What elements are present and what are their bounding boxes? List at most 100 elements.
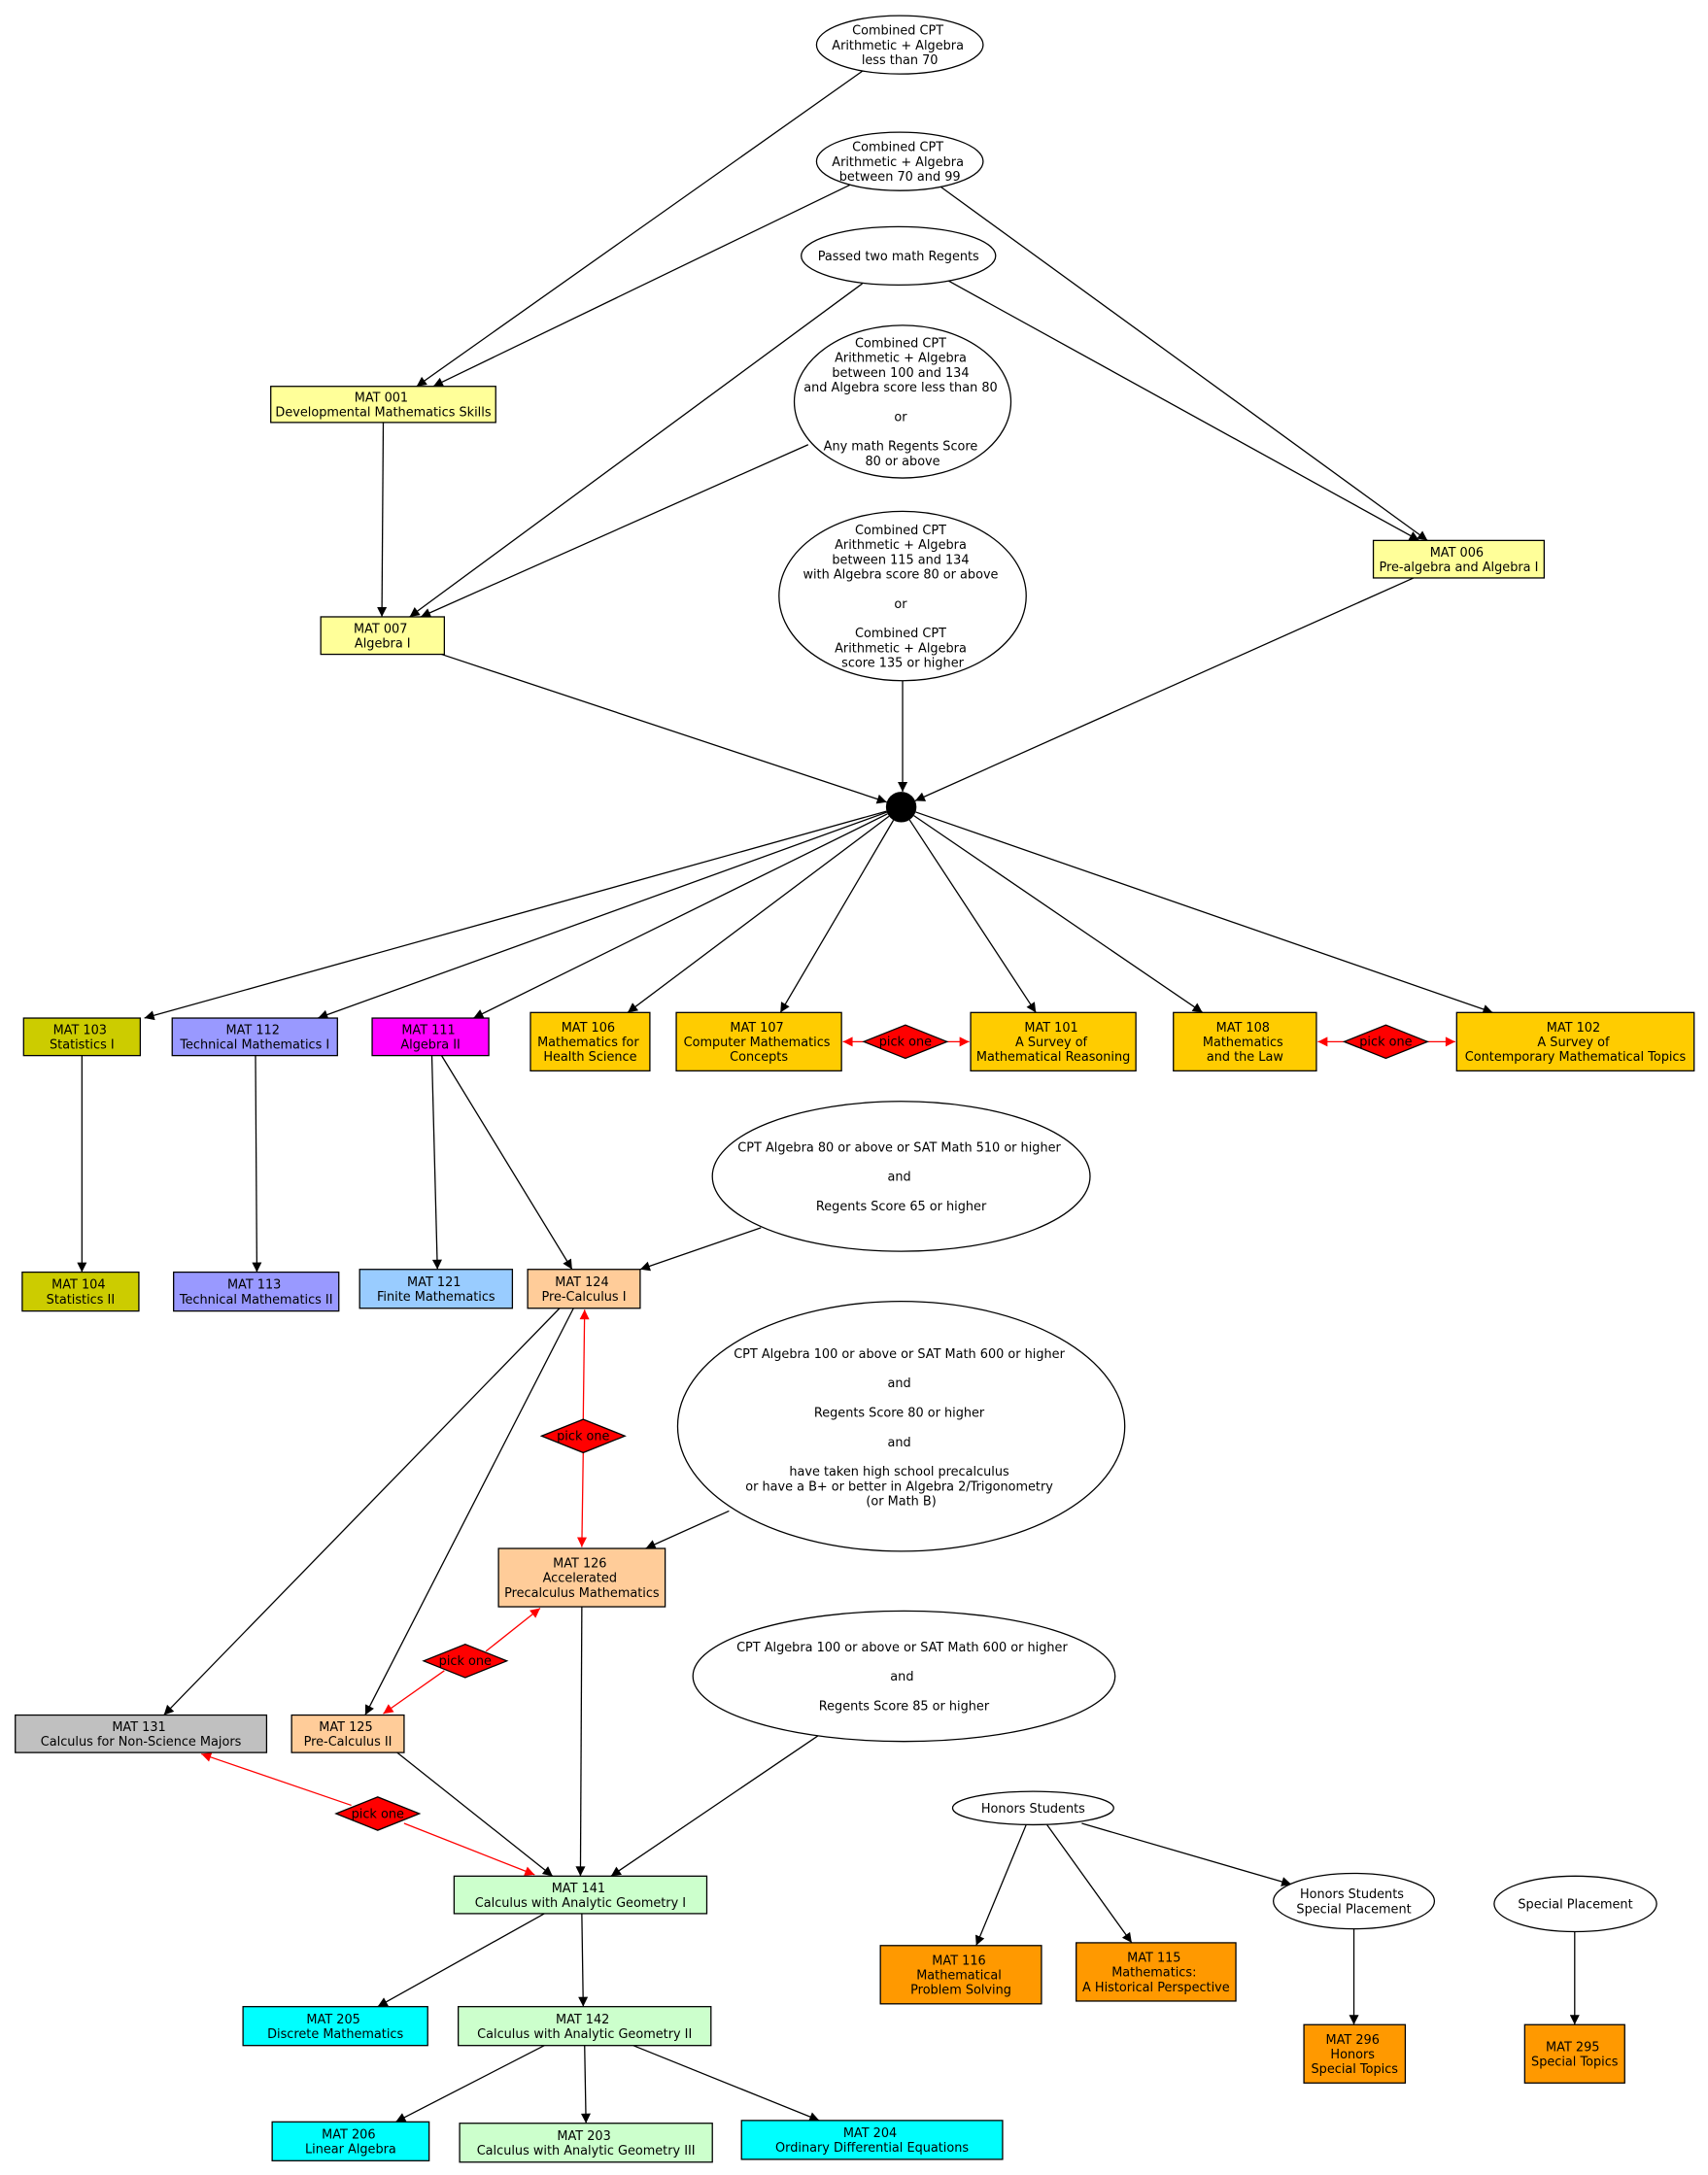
course-box (527, 1269, 641, 1309)
course-label: MAT 113 Technical Mathematics II (179, 1278, 333, 1308)
placement-label: Combined CPT Arithmetic + Algebra betwee… (832, 141, 968, 185)
placement-label: Honors Students (981, 1802, 1085, 1817)
arrow-honors-to-mat-116 (974, 1824, 1027, 1947)
course-box (359, 1269, 514, 1309)
placement-line: Any math Regents Score (824, 440, 978, 455)
course-title: Special Topics (1312, 2062, 1399, 2077)
course-mat-007: MAT 007 Algebra I (320, 616, 446, 656)
course-label: MAT 115 Mathematics: A Historical Perspe… (1082, 1952, 1230, 1995)
course-code: MAT 102 (1547, 1021, 1600, 1036)
course-title: Calculus with Analytic Geometry II (477, 2027, 692, 2042)
placement-line: and (887, 1436, 910, 1450)
placement-honors-special: Honors Students Special Placement (1272, 1872, 1436, 1930)
arrow-mat-124-to-mat-125 (364, 1308, 574, 1716)
course-box (242, 2006, 428, 2047)
course-code: MAT 108 (1216, 1021, 1270, 1036)
course-code: MAT 121 (407, 1275, 461, 1290)
course-title: Concepts (730, 1050, 788, 1065)
course-mat-103: MAT 103 Statistics I (22, 1017, 141, 1057)
course-code: MAT 205 (306, 2013, 359, 2027)
pick-one-label: pick one (879, 1036, 932, 1050)
arrow-mat-124-to-mat-131 (163, 1308, 561, 1716)
arrow-mat-125-to-mat-141 (396, 1751, 554, 1877)
placement-ellipse (815, 131, 984, 191)
placement-line: Combined CPT (855, 627, 946, 641)
pick-one-label: pick one (557, 1430, 609, 1444)
placement-ellipse (1272, 1872, 1436, 1930)
placement-line: between 70 and 99 (839, 170, 961, 185)
course-mat-112: MAT 112 Technical Mathematics I (171, 1017, 338, 1057)
course-mat-102: MAT 102 A Survey of Contemporary Mathema… (1455, 1011, 1695, 1071)
placement-label: Combined CPT Arithmetic + Algebra betwee… (803, 337, 1002, 469)
course-code: MAT 124 (555, 1275, 608, 1290)
arrow-regents-to-mat-006 (947, 280, 1420, 541)
placement-line: Regents Score 65 or higher (816, 1200, 987, 1214)
course-label: MAT 107 Computer Mathematics Concepts (684, 1021, 835, 1065)
placement-line: Honors Students (1300, 1887, 1404, 1902)
course-mat-101: MAT 101 A Survey of Mathematical Reasoni… (970, 1011, 1137, 1071)
course-title: Calculus for Non-Science Majors (41, 1735, 242, 1750)
course-label: MAT 141 Calculus with Analytic Geometry … (475, 1882, 686, 1911)
course-label: MAT 124 Pre-Calculus I (541, 1275, 626, 1305)
course-mat-295: MAT 295 Special Topics (1523, 2023, 1625, 2084)
placement-line: Arithmetic + Algebra (835, 352, 967, 366)
placement-line: and Algebra score less than 80 (803, 381, 997, 395)
placement-line: Regents Score 80 or higher (814, 1407, 985, 1421)
course-code: MAT 206 (322, 2127, 375, 2142)
placement-label: Honors Students Special Placement (1296, 1887, 1411, 1917)
placement-ellipse (951, 1790, 1114, 1826)
course-title: Linear Algebra (305, 2143, 396, 2158)
placement-ellipse (815, 15, 984, 75)
course-code: MAT 113 (227, 1278, 281, 1293)
arrow-regents-to-mat-007 (409, 283, 863, 618)
course-label: MAT 006 Pre-algebra and Algebra I (1379, 546, 1538, 575)
placement-line: with Algebra score 80 or above (803, 568, 998, 583)
placement-line: (or Math B) (866, 1494, 936, 1509)
placement-ellipse (1493, 1875, 1657, 1933)
pick-one-arrow-to-mat-141 (403, 1822, 535, 1876)
course-label: MAT 007 Algebra I (354, 622, 411, 651)
course-box (290, 1714, 405, 1753)
course-mat-131: MAT 131 Calculus for Non-Science Majors (15, 1714, 268, 1753)
course-code: MAT 101 (1024, 1021, 1077, 1036)
arrow-mat-111-to-mat-124 (440, 1055, 573, 1271)
placement-precalc-entry: CPT Algebra 80 or above or SAT Math 510 … (711, 1101, 1091, 1252)
placement-two-regents: Passed two math Regents (801, 225, 997, 287)
placement-ellipse (793, 324, 1012, 479)
course-title: Precalculus Mathematics (504, 1586, 660, 1601)
pick-one-mat-107-mat-101: pick one (862, 1024, 949, 1060)
course-title: A Survey of (1015, 1036, 1088, 1050)
course-mat-001: MAT 001 Developmental Mathematics Skills (270, 386, 496, 424)
course-label: MAT 106 Mathematics for Health Science (537, 1021, 643, 1065)
course-label: MAT 111 Algebra II (400, 1023, 460, 1052)
arrow-mat-142-to-mat-206 (395, 2045, 545, 2123)
course-title: Problem Solving (910, 1984, 1011, 1998)
course-code: MAT 204 (843, 2126, 897, 2141)
course-title: A Historical Perspective (1082, 1981, 1230, 1995)
course-title: Contemporary Mathematical Topics (1465, 1050, 1687, 1065)
placement-line: or (894, 597, 907, 612)
arrow-cpt-70-99-to-mat-006 (939, 186, 1428, 541)
course-box (1372, 539, 1545, 579)
course-mat-296: MAT 296 Honors Special Topics (1303, 2023, 1407, 2084)
arrow-cpt-below-70-to-mat-001 (416, 70, 863, 388)
placement-label: Combined CPT Arithmetic + Algebra less t… (832, 24, 968, 68)
arrow-junction-to-mat-108 (913, 815, 1204, 1013)
pick-one-diamond (1342, 1024, 1430, 1060)
arrow-accelerated-entry-to-mat-126 (645, 1510, 730, 1549)
course-title: Accelerated (543, 1572, 617, 1586)
arrow-precalc-entry-to-mat-124 (639, 1227, 762, 1272)
course-box (1173, 1011, 1317, 1071)
course-label: MAT 108 Mathematics and the Law (1203, 1021, 1287, 1065)
arrow-cpt-70-99-to-mat-001 (432, 184, 850, 388)
arrow-junction-to-mat-102 (915, 811, 1493, 1014)
placement-line: and (887, 1376, 910, 1391)
course-box (1523, 2023, 1625, 2084)
placement-label: CPT Algebra 100 or above or SAT Math 600… (734, 1347, 1069, 1510)
course-box (675, 1011, 842, 1071)
placement-ellipse (778, 510, 1027, 682)
placement-line: or have a B+ or better in Algebra 2/Trig… (745, 1479, 1053, 1494)
course-title: Mathematical (916, 1969, 1002, 1984)
course-code: MAT 103 (53, 1023, 107, 1037)
